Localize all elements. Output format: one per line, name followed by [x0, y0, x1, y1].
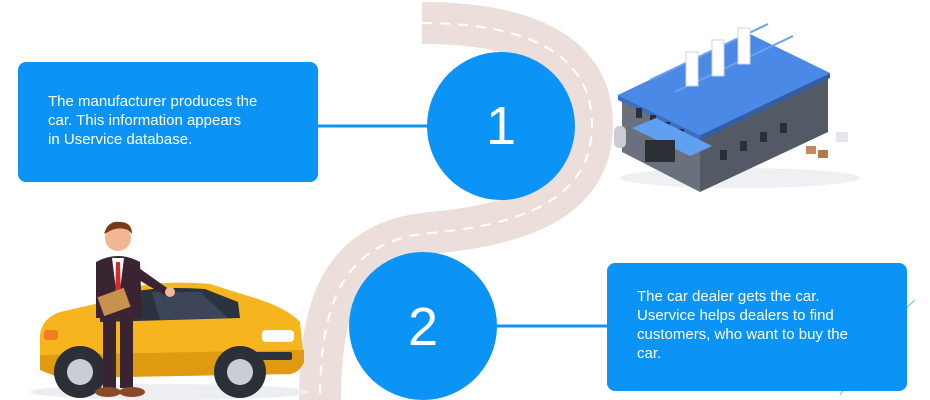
step-1-text-line: The manufacturer produces the: [48, 93, 258, 110]
factory-icon: [614, 23, 860, 192]
step-2-description-box: The car dealer gets the car. Uservice he…: [607, 263, 907, 391]
car-icon: [30, 282, 310, 400]
step-number-2: 2: [407, 297, 439, 357]
step-circle-2: [349, 252, 497, 400]
dealer-man-icon: [95, 221, 175, 397]
step-2-text-line: The car dealer gets the car.: [637, 288, 820, 305]
step-1-description-box: The manufacturer produces the car. This …: [18, 62, 318, 182]
step-circle-1: [427, 52, 575, 200]
winding-road: [299, 2, 614, 400]
step-number-1: 1: [485, 96, 517, 156]
step-1-text-line: car. This information appears: [48, 112, 242, 129]
step-2-text-line: customers, who want to buy the: [637, 326, 848, 343]
step-2-text-line: Uservice helps dealers to find: [637, 307, 834, 324]
step-2-text-line: car.: [637, 345, 662, 362]
step-1-text-line: in Uservice database.: [48, 131, 193, 148]
